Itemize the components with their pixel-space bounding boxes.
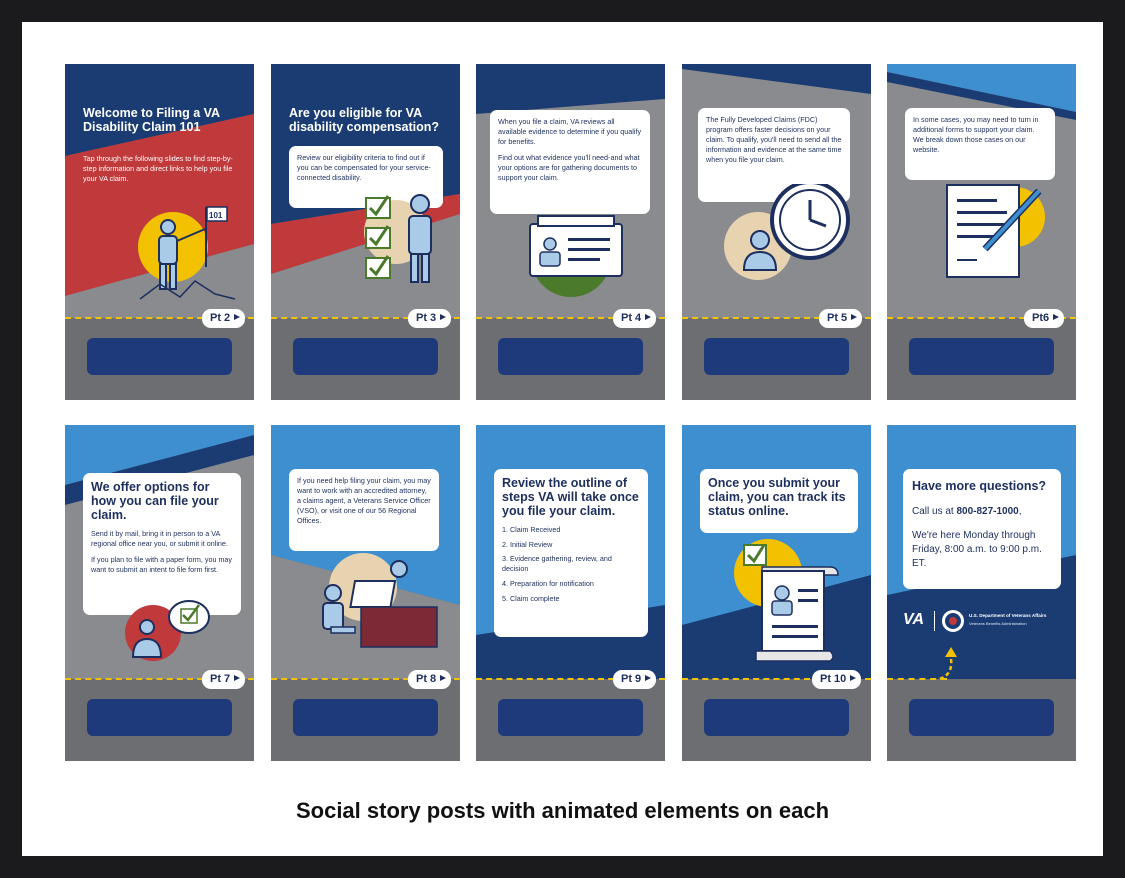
card-body-box: If you need help filing your claim, you …: [289, 469, 439, 551]
play-icon: [440, 675, 447, 681]
story-link-button[interactable]: [87, 338, 232, 375]
story-card-5[interactable]: In some cases, you may need to turn in a…: [887, 64, 1076, 400]
steps-list: 1. Claim Received 2. Initial Review 3. E…: [502, 525, 640, 603]
play-icon: [645, 675, 652, 681]
list-item: 1. Claim Received: [502, 525, 561, 534]
card-title: We offer options for how you can file yo…: [91, 480, 219, 522]
card-body: Review our eligibility criteria to find …: [297, 153, 431, 182]
flag-label: 101: [209, 211, 223, 220]
card-body-box: We offer options for how you can file yo…: [83, 473, 241, 615]
road-dash: [887, 317, 1076, 319]
play-icon: [234, 675, 241, 681]
card-body: Send it by mail, bring it in person to a…: [91, 529, 228, 548]
status-document-illustration: [734, 539, 839, 662]
next-part-button[interactable]: Pt 4: [613, 309, 657, 328]
story-card-10[interactable]: Have more questions? Call us at 800-827-…: [887, 425, 1076, 761]
play-icon: [234, 314, 241, 320]
story-card-2[interactable]: Are you eligible for VA disability compe…: [271, 64, 460, 400]
card-body: When you file a claim, VA reviews all av…: [498, 117, 642, 146]
story-card-3[interactable]: When you file a claim, VA reviews all av…: [476, 64, 665, 400]
card-title: Welcome to Filing a VA Disability Claim …: [83, 106, 220, 134]
card-body-box: In some cases, you may need to turn in a…: [905, 108, 1055, 180]
next-part-button[interactable]: Pt 9: [613, 670, 657, 689]
hours-text: We're here Monday through Friday, 8:00 a…: [912, 530, 1042, 569]
road-dash: [887, 678, 947, 680]
list-item: 2. Initial Review: [502, 539, 553, 549]
va-wordmark: VA: [903, 611, 925, 628]
play-icon: [851, 314, 858, 320]
next-part-button[interactable]: Pt 10: [812, 670, 862, 689]
road-dash: [65, 678, 254, 680]
play-icon: [850, 675, 857, 681]
story-card-4[interactable]: The Fully Developed Claims (FDC) program…: [682, 64, 871, 400]
next-part-button[interactable]: Pt6: [1024, 309, 1065, 328]
form-pen-illustration: [946, 184, 1045, 278]
card-body-box: Review the outline of steps VA will take…: [494, 469, 648, 637]
story-card-7[interactable]: If you need help filing your claim, you …: [271, 425, 460, 761]
logo-department: U.S. Department of Veterans Affairs: [969, 613, 1047, 618]
list-item: 4. Preparation for notification: [502, 578, 594, 588]
story-link-button[interactable]: [704, 699, 849, 736]
road-dash: [476, 317, 665, 319]
card-title: Review the outline of steps VA will take…: [502, 476, 639, 518]
card-body: Tap through the following slides to find…: [83, 154, 233, 183]
va-logo: VA U.S. Department of Veterans Affairs V…: [903, 609, 1063, 633]
card-body: If you need help filing your claim, you …: [297, 476, 431, 525]
info-box: Have more questions? Call us at 800-827-…: [903, 469, 1061, 589]
card-body-box: When you file a claim, VA reviews all av…: [490, 110, 650, 214]
figure-caption: Social story posts with animated element…: [295, 798, 830, 823]
clock-person-illustration: [724, 184, 850, 280]
next-part-button[interactable]: Pt 5: [819, 309, 863, 328]
story-card-8[interactable]: Review the outline of steps VA will take…: [476, 425, 665, 761]
story-card-1[interactable]: Welcome to Filing a VA Disability Claim …: [65, 64, 254, 400]
story-link-button[interactable]: [704, 338, 849, 375]
call-line: Call us at 800-827-1000,: [912, 506, 1022, 517]
chat-checkmark-illustration: [125, 600, 210, 661]
card-title-box: Once you submit your claim, you can trac…: [700, 469, 858, 533]
story-link-button[interactable]: [909, 338, 1054, 375]
card-title: Once you submit your claim, you can trac…: [708, 476, 846, 518]
road-dash: [271, 317, 460, 319]
story-link-button[interactable]: [498, 699, 643, 736]
play-icon: [645, 314, 652, 320]
sheet: Welcome to Filing a VA Disability Claim …: [22, 22, 1103, 856]
road-dash: [682, 678, 871, 680]
va-seal-icon: [942, 610, 964, 632]
card-body: In some cases, you may need to turn in a…: [913, 115, 1039, 154]
evidence-id-card-illustration: [529, 215, 623, 297]
story-link-button[interactable]: [498, 338, 643, 375]
card-title: Are you eligible for VA disability compe…: [289, 106, 440, 134]
card-title: Have more questions?: [912, 479, 1047, 493]
phone-number[interactable]: 800-827-1000: [956, 506, 1019, 517]
story-card-9[interactable]: Once you submit your claim, you can trac…: [682, 425, 871, 761]
card-body: Find out what evidence you'll need-and w…: [498, 152, 640, 182]
road-dash: [476, 678, 665, 680]
story-card-6[interactable]: We offer options for how you can file yo…: [65, 425, 254, 761]
logo-administration: Veterans Benefits Administration: [969, 621, 1027, 626]
list-item: 3. Evidence gathering, review, and decis…: [502, 554, 612, 574]
logo-divider: [934, 611, 935, 631]
next-part-button[interactable]: Pt 7: [202, 670, 246, 689]
card-body: The Fully Developed Claims (FDC) program…: [706, 115, 842, 164]
road-dash: [682, 317, 871, 319]
story-link-button[interactable]: [909, 699, 1054, 736]
story-link-button[interactable]: [293, 338, 438, 375]
story-link-button[interactable]: [87, 699, 232, 736]
dashed-arrow-icon: [939, 647, 957, 681]
road-dash: [65, 317, 254, 319]
play-icon: [440, 314, 447, 320]
play-icon: [1053, 314, 1060, 320]
road-dash: [271, 678, 460, 680]
list-item: 5. Claim complete: [502, 593, 560, 603]
story-link-button[interactable]: [293, 699, 438, 736]
card-body: If you plan to file with a paper form, y…: [91, 554, 233, 574]
next-part-button[interactable]: Pt 2: [202, 309, 246, 328]
climber-flag-illustration: 101: [138, 206, 236, 300]
next-part-button[interactable]: Pt 8: [408, 670, 452, 689]
consultation-desk-illustration: [322, 553, 438, 648]
eligibility-checklist-illustration: [364, 194, 432, 283]
next-part-button[interactable]: Pt 3: [408, 309, 452, 328]
